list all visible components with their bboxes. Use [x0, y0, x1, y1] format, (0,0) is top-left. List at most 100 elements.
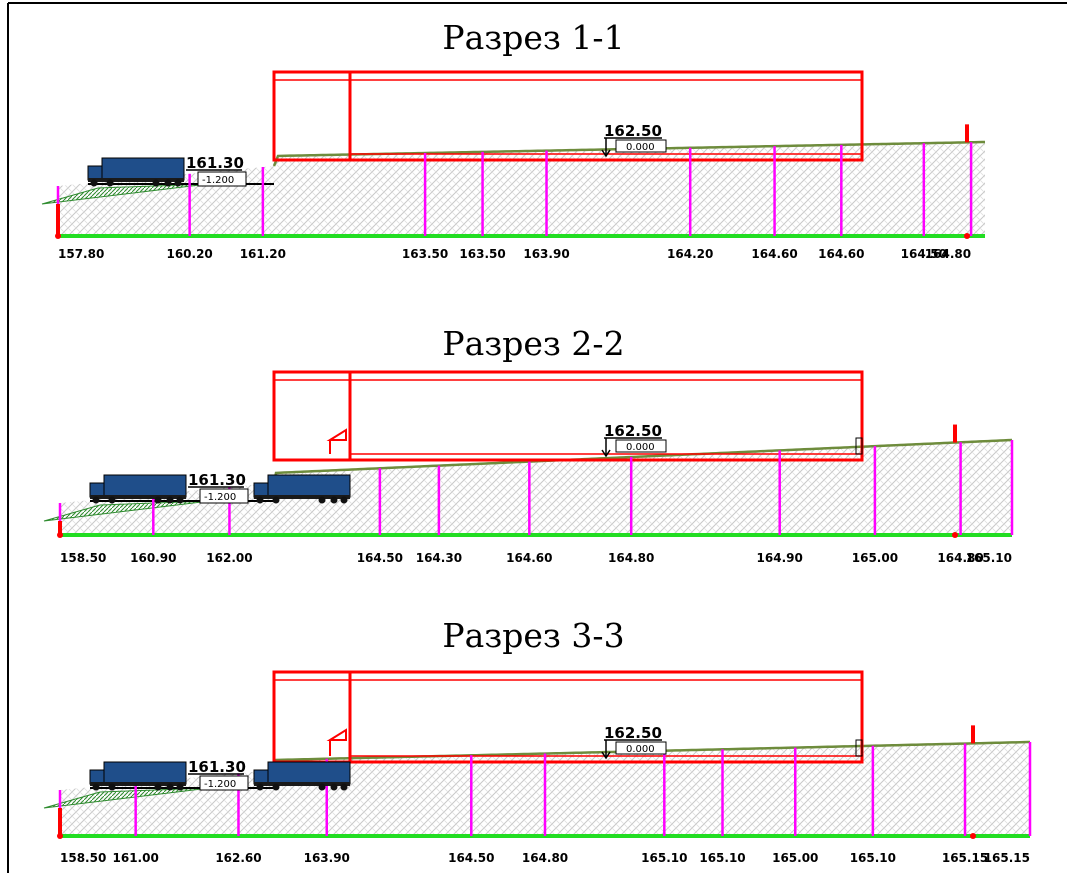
- level-box: [615, 741, 667, 755]
- stair-mark: [855, 437, 863, 455]
- truck-wheel: [256, 496, 264, 504]
- elevation-label: 163.90: [523, 247, 569, 261]
- truck-wheel: [272, 783, 280, 791]
- elevation-label: 164.50: [901, 247, 947, 261]
- elevation-label: 164.60: [751, 247, 797, 261]
- elevation-label: 158.50: [60, 551, 106, 565]
- elevation-label: 165.00: [772, 851, 818, 865]
- truck-cab: [253, 482, 269, 498]
- level-box: [199, 488, 249, 504]
- truck-wheel: [256, 783, 264, 791]
- level-value-right: 162.50: [604, 422, 662, 440]
- truck-wheel: [272, 496, 280, 504]
- ground-fill: [58, 142, 985, 236]
- level-value-right: 162.50: [604, 122, 662, 140]
- truck-wheel: [176, 496, 184, 504]
- elevation-label: 158.50: [60, 851, 106, 865]
- truck-chassis: [90, 495, 186, 499]
- elevation-label: 160.90: [130, 551, 176, 565]
- level-box: [615, 139, 667, 153]
- section-title: Разрез 3-3: [442, 616, 625, 655]
- elevation-label: 165.10: [850, 851, 896, 865]
- truck-wheel: [92, 496, 100, 504]
- level-box: [197, 171, 247, 187]
- truck-cab: [89, 769, 105, 785]
- elevation-label: 164.90: [757, 551, 803, 565]
- level-sub-left: -1.200: [204, 492, 236, 503]
- truck-wheel: [154, 783, 162, 791]
- elevation-label: 164.80: [937, 551, 983, 565]
- truck-body: [267, 474, 351, 498]
- truck-wheel: [330, 496, 338, 504]
- truck-chassis: [254, 495, 350, 499]
- end-post-base: [952, 532, 958, 538]
- truck-body: [103, 761, 187, 785]
- elevation-label: 164.60: [818, 247, 864, 261]
- dock-ramp: [326, 428, 347, 441]
- elevation-label: 164.50: [357, 551, 403, 565]
- truck-wheel: [90, 179, 98, 187]
- ground-fill: [60, 440, 1012, 535]
- embankment-slope: [43, 500, 211, 522]
- elevation-label: 164.80: [522, 851, 568, 865]
- end-post-base: [57, 532, 63, 538]
- level-sub-left: -1.200: [204, 779, 236, 790]
- level-value-left: 161.30: [188, 471, 246, 489]
- embankment-slope: [43, 787, 211, 809]
- truck-wheel: [92, 783, 100, 791]
- truck-wheel: [108, 783, 116, 791]
- building-outline: [272, 670, 864, 764]
- truck-wheel: [176, 783, 184, 791]
- elevation-label: 157.80: [58, 247, 104, 261]
- level-value-right: 162.50: [604, 724, 662, 742]
- elevation-label: 161.00: [113, 851, 159, 865]
- building-outline: [272, 70, 864, 162]
- truck-wheel: [340, 783, 348, 791]
- level-sub-right: 0.000: [626, 442, 655, 453]
- elevation-label: 165.10: [699, 851, 745, 865]
- truck-body: [103, 474, 187, 498]
- end-post-base: [964, 233, 970, 239]
- truck-wheel: [166, 496, 174, 504]
- truck-body: [101, 157, 185, 181]
- elevation-label: 162.60: [215, 851, 261, 865]
- elevation-label: 163.50: [402, 247, 448, 261]
- elevation-label: 164.80: [925, 247, 971, 261]
- truck-wheel: [340, 496, 348, 504]
- elevation-label: 160.20: [166, 247, 212, 261]
- truck-cab: [89, 482, 105, 498]
- end-post-base: [970, 833, 976, 839]
- level-arrow-head: [601, 449, 611, 458]
- level-sub-right: 0.000: [626, 744, 655, 755]
- elevation-label: 164.50: [448, 851, 494, 865]
- truck-cab: [87, 165, 103, 181]
- elevation-label: 161.20: [240, 247, 286, 261]
- truck-wheel: [166, 783, 174, 791]
- embankment-slope: [41, 183, 209, 205]
- truck-chassis: [90, 782, 186, 786]
- elevation-label: 164.80: [608, 551, 654, 565]
- stair-mark: [855, 739, 863, 757]
- elevation-label: 163.50: [459, 247, 505, 261]
- section-title: Разрез 1-1: [442, 18, 625, 57]
- elevation-label: 165.10: [641, 851, 687, 865]
- elevation-label: 164.60: [506, 551, 552, 565]
- level-box: [199, 775, 249, 791]
- end-post-base: [55, 233, 61, 239]
- elevation-label: 162.00: [206, 551, 252, 565]
- truck-wheel: [154, 496, 162, 504]
- level-sub-right: 0.000: [626, 142, 655, 153]
- truck-wheel: [330, 783, 338, 791]
- level-arrow-head: [601, 149, 611, 158]
- end-post-base: [57, 833, 63, 839]
- level-box: [615, 439, 667, 453]
- truck-wheel: [174, 179, 182, 187]
- level-value-left: 161.30: [186, 154, 244, 172]
- truck-wheel: [108, 496, 116, 504]
- truck-wheel: [164, 179, 172, 187]
- dock-ramp: [326, 728, 347, 741]
- truck-chassis: [254, 782, 350, 786]
- elevation-label: 164.20: [667, 247, 713, 261]
